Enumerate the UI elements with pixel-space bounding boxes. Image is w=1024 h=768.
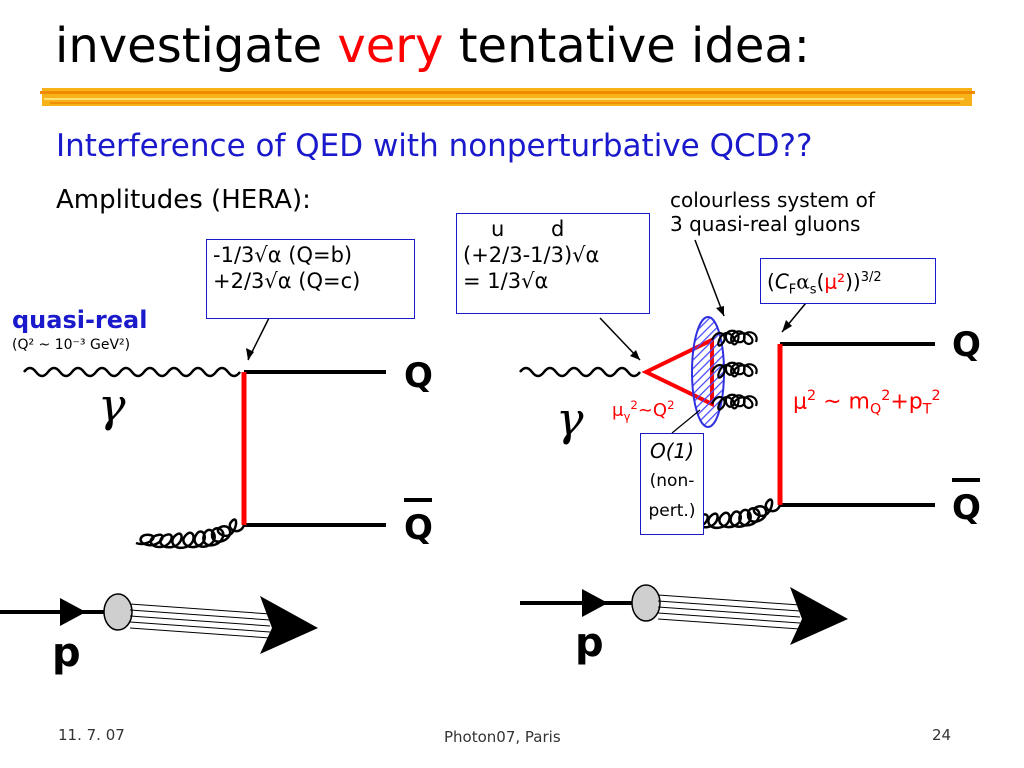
left-proton-label: p — [52, 630, 81, 676]
left-quark-label: Q — [404, 356, 433, 396]
footer-date: 11. 7. 07 — [58, 726, 125, 744]
left-antiquark-bar — [404, 498, 432, 502]
right-quark-label: Q — [952, 325, 981, 365]
subtitle: Interference of QED with nonperturbative… — [56, 128, 813, 164]
left-charge-box: -1/3√α (Q=b) +2/3√α (Q=c) — [206, 239, 415, 319]
right-charge-box: u d (+2/3-1/3)√α = 1/3√α — [456, 213, 650, 314]
photon-virtuality: (Q² ~ 10⁻³ GeV²) — [12, 337, 131, 353]
hard-scale-label: μ2 ~ mQ2+pT2 — [793, 388, 941, 418]
right-antiquark-bar — [952, 478, 980, 482]
right-photon-line — [519, 366, 641, 378]
colourless-note: colourless system of 3 quasi-real gluons — [670, 188, 875, 236]
coupling-box: (CFαs(μ²))3/2 — [760, 258, 936, 304]
right-proton-label: p — [575, 620, 604, 666]
right-proton-blob — [631, 584, 661, 622]
title-rule — [40, 88, 975, 106]
right-gamma-symbol: γ — [556, 392, 584, 446]
footer-conference: Photon07, Paris — [444, 728, 561, 746]
page-number: 24 — [932, 726, 952, 744]
amplitudes-label: Amplitudes (HERA): — [56, 185, 311, 215]
order-box: O(1) (non- pert.) — [640, 433, 704, 535]
quasi-real-label: quasi-real — [12, 306, 148, 334]
left-proton-blob — [103, 593, 133, 631]
left-photon-line — [23, 366, 241, 378]
left-gamma-symbol: γ — [98, 378, 126, 432]
slide-title: investigate very tentative idea: — [55, 18, 810, 74]
photon-scale-label: μγ2~Q2 — [612, 398, 675, 424]
title-highlight: very — [337, 18, 444, 74]
left-antiquark-label: Q — [404, 508, 433, 548]
left-gluon — [135, 518, 246, 550]
right-antiquark-label: Q — [952, 488, 981, 528]
